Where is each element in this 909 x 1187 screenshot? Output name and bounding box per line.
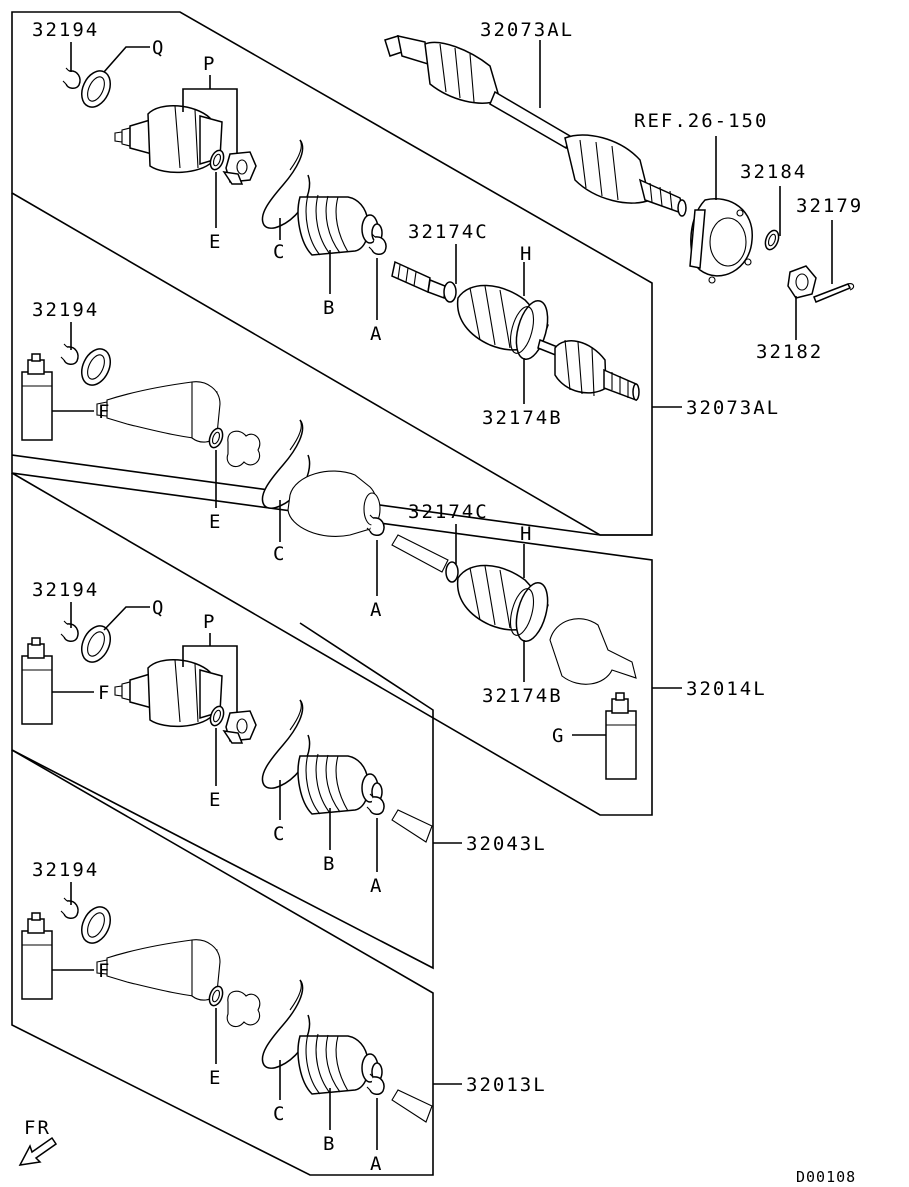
label-F-3: F xyxy=(98,960,111,982)
boot-icon xyxy=(456,564,637,685)
spider-icon xyxy=(226,990,261,1028)
ring-icon xyxy=(60,897,79,920)
label-B-2: B xyxy=(323,853,336,875)
label-32194-3: 32194 xyxy=(32,579,99,601)
panel-outlines xyxy=(11,11,653,1176)
label-B-1: B xyxy=(323,297,336,319)
grease-tube-icon xyxy=(21,912,53,1000)
grease-tube-icon xyxy=(21,353,53,441)
ring-icon xyxy=(60,620,79,643)
label-ref-26-150: REF.26-150 xyxy=(634,110,768,132)
label-32194-4: 32194 xyxy=(32,859,99,881)
label-E-1: E xyxy=(209,231,222,253)
label-F-1: F xyxy=(98,401,111,423)
label-C-4: C xyxy=(273,1103,286,1125)
joint-housing-icon xyxy=(114,104,223,174)
shaft-icon xyxy=(391,260,457,303)
ring-icon xyxy=(60,343,79,366)
label-A-3: A xyxy=(370,875,383,897)
label-C-3: C xyxy=(273,823,286,845)
spider-icon xyxy=(223,710,257,744)
label-32014L: 32014L xyxy=(686,678,767,700)
label-H-2: H xyxy=(520,523,533,545)
label-F-2: F xyxy=(98,682,111,704)
ring-icon xyxy=(75,343,117,391)
label-32182: 32182 xyxy=(756,341,823,363)
boot-icon xyxy=(287,470,381,537)
panel-3-outline xyxy=(11,473,434,970)
label-H-1: H xyxy=(520,243,533,265)
label-A-1: A xyxy=(370,323,383,345)
panel-4-outline xyxy=(11,749,434,1176)
nut-icon xyxy=(787,265,817,299)
hub-icon xyxy=(689,198,753,284)
boot-icon xyxy=(297,753,383,815)
pin-icon xyxy=(813,283,855,303)
shaft-icon xyxy=(384,35,687,217)
boot-icon xyxy=(297,1033,383,1095)
grease-tube-icon xyxy=(605,692,637,780)
washer-icon xyxy=(762,227,782,253)
diagram-code: D00108 xyxy=(796,1168,856,1186)
label-32184: 32184 xyxy=(740,161,807,183)
label-32043L: 32043L xyxy=(466,833,547,855)
label-32194-2: 32194 xyxy=(32,299,99,321)
label-32179: 32179 xyxy=(796,195,863,217)
label-E-3: E xyxy=(209,789,222,811)
label-C-2: C xyxy=(273,543,286,565)
label-A-4: A xyxy=(370,1153,383,1175)
joint-housing-icon xyxy=(114,658,223,728)
label-Q-2: Q xyxy=(152,597,165,619)
label-P-2: P xyxy=(203,611,216,633)
front-arrow-icon xyxy=(18,1136,58,1166)
label-Q-1: Q xyxy=(152,37,165,59)
label-32174B-2: 32174B xyxy=(482,685,563,707)
label-A-2: A xyxy=(370,599,383,621)
boot-icon xyxy=(456,284,640,402)
joint-housing-icon xyxy=(96,939,221,1001)
label-32013L: 32013L xyxy=(466,1074,547,1096)
label-32194-1: 32194 xyxy=(32,19,99,41)
label-32073AL-side: 32073AL xyxy=(686,397,780,419)
label-32174B-1: 32174B xyxy=(482,407,563,429)
grease-tube-icon xyxy=(21,637,53,725)
shaft-icon xyxy=(391,1089,433,1123)
leader-lines xyxy=(52,40,833,1150)
label-32174C-1: 32174C xyxy=(408,221,489,243)
spider-icon xyxy=(226,430,261,468)
part-labels: 32073AL REF.26-150 32184 32179 32182 321… xyxy=(24,19,863,1186)
label-B-3: B xyxy=(323,1133,336,1155)
boot-icon xyxy=(297,194,383,256)
label-C-1: C xyxy=(273,241,286,263)
shaft-icon xyxy=(391,534,459,583)
label-32174C-2: 32174C xyxy=(408,501,489,523)
label-32073AL-top: 32073AL xyxy=(480,19,574,41)
label-P-1: P xyxy=(203,53,216,75)
joint-housing-icon xyxy=(96,381,221,443)
label-fr: FR xyxy=(24,1117,51,1139)
label-E-2: E xyxy=(209,511,222,533)
ring-icon xyxy=(75,901,117,949)
spider-icon xyxy=(223,151,257,185)
ring-icon xyxy=(75,620,117,668)
ring-icon xyxy=(75,65,117,113)
label-E-4: E xyxy=(209,1067,222,1089)
shaft-icon xyxy=(391,809,433,843)
label-G-1: G xyxy=(552,725,565,747)
